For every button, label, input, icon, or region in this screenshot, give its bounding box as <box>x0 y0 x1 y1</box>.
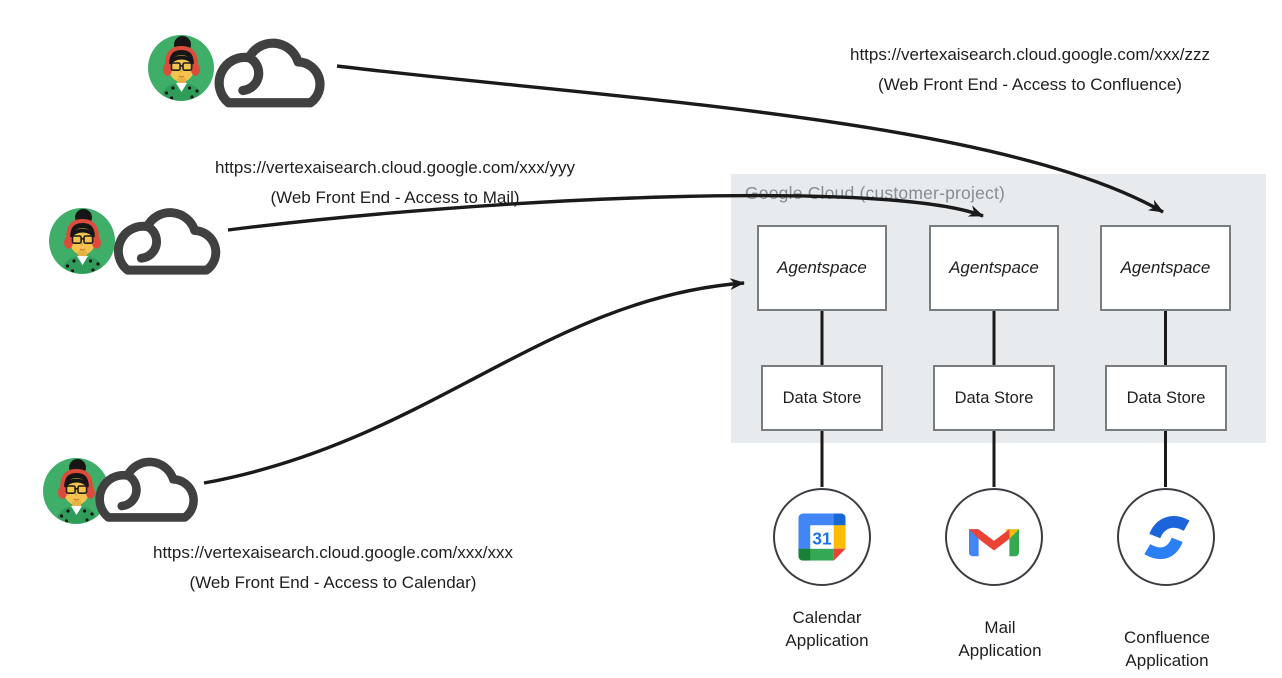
cloud-icon <box>203 25 338 113</box>
calendar-url-block: https://vertexaisearch.cloud.google.com/… <box>93 538 573 598</box>
calendar-app-circle: 31 <box>773 488 871 586</box>
agentspace-box-confluence: Agentspace <box>1100 225 1231 311</box>
confluence-url: https://vertexaisearch.cloud.google.com/… <box>850 45 1210 64</box>
google-calendar-icon: 31 <box>798 513 846 561</box>
confluence-url-block: https://vertexaisearch.cloud.google.com/… <box>790 40 1270 100</box>
calendar-31-glyph: 31 <box>812 528 832 548</box>
mail-url-block: https://vertexaisearch.cloud.google.com/… <box>155 153 635 213</box>
calendar-app-label: Calendar Application <box>785 608 869 650</box>
confluence-icon <box>1144 516 1190 560</box>
datastore-label: Data Store <box>782 388 862 407</box>
gmail-icon <box>969 529 1019 557</box>
mail-app-label: Mail Application <box>958 618 1042 660</box>
datastore-box-confluence: Data Store <box>1105 365 1227 431</box>
google-cloud-panel-title: Google Cloud (customer-project) <box>745 183 1006 203</box>
agentspace-label: Agentspace <box>949 258 1039 277</box>
datastore-label: Data Store <box>1126 388 1206 407</box>
mail-url-caption: (Web Front End - Access to Mail) <box>270 188 520 207</box>
confluence-app-label: Confluence Application <box>1123 628 1210 670</box>
datastore-box-mail: Data Store <box>933 365 1055 431</box>
agentspace-label: Agentspace <box>777 258 867 277</box>
cloud-icon <box>85 445 210 527</box>
datastore-label: Data Store <box>954 388 1034 407</box>
datastore-box-calendar: Data Store <box>761 365 883 431</box>
mail-url: https://vertexaisearch.cloud.google.com/… <box>215 158 575 177</box>
calendar-url-caption: (Web Front End - Access to Calendar) <box>189 573 477 592</box>
calendar-url: https://vertexaisearch.cloud.google.com/… <box>153 543 513 562</box>
agentspace-box-calendar: Agentspace <box>757 225 887 311</box>
mail-app-circle <box>945 488 1043 586</box>
agentspace-box-mail: Agentspace <box>929 225 1059 311</box>
agentspace-label: Agentspace <box>1120 258 1211 277</box>
confluence-app-circle <box>1117 488 1215 586</box>
confluence-url-caption: (Web Front End - Access to Confluence) <box>878 75 1182 94</box>
